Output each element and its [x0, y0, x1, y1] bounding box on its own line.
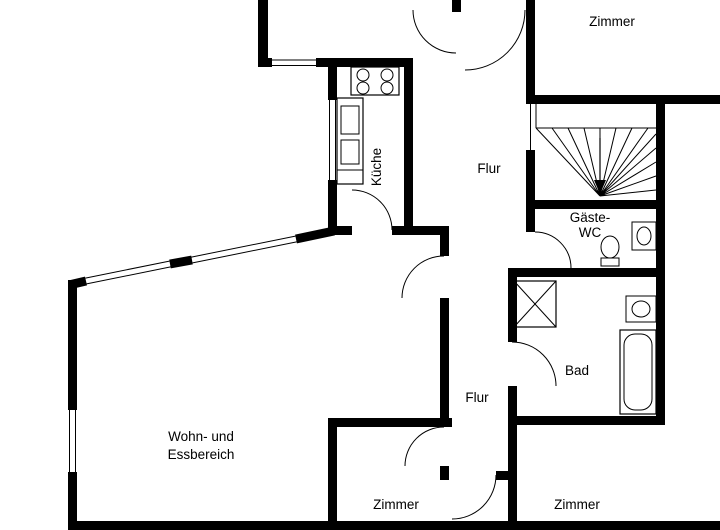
room-label-flur-upper: Flur — [477, 161, 501, 176]
room-label-gaeste-wc-line1: Gäste- — [570, 210, 611, 225]
room-label-zimmer-bottom-left: Zimmer — [373, 497, 419, 512]
room-label-wohn-line1: Wohn- und — [168, 429, 234, 444]
walls — [68, 0, 720, 530]
doors — [351, 9, 572, 520]
kitchen-fixtures — [336, 66, 400, 185]
shower — [513, 280, 557, 328]
guest-wc-fixtures — [600, 221, 657, 267]
bathroom-fixtures — [513, 280, 657, 415]
window-lines — [69, 59, 336, 472]
stove — [350, 66, 400, 96]
room-label-gaeste-wc-line2: WC — [579, 225, 602, 240]
wall-segments — [68, 0, 720, 530]
room-label-zimmer-top-right: Zimmer — [589, 14, 635, 29]
room-label-kueche: Küche — [369, 148, 384, 186]
stairs-down-arrow-icon — [594, 180, 606, 194]
door-arcs — [351, 9, 572, 520]
toilet — [600, 235, 620, 267]
staircase — [530, 104, 657, 197]
room-labels: Zimmer Küche Flur Gäste- WC Bad Flur Woh… — [168, 14, 636, 512]
room-label-zimmer-bottom-right: Zimmer — [554, 497, 600, 512]
wc-sink — [631, 221, 657, 251]
windows — [69, 59, 336, 472]
bathtub — [619, 329, 657, 415]
diagonal-wall — [69, 226, 335, 289]
room-label-bad: Bad — [565, 363, 589, 378]
bathroom-sink — [625, 295, 657, 323]
room-label-flur-lower: Flur — [465, 390, 489, 405]
kitchen-counter-sink — [336, 97, 364, 185]
room-label-wohn-line2: Essbereich — [168, 447, 235, 462]
